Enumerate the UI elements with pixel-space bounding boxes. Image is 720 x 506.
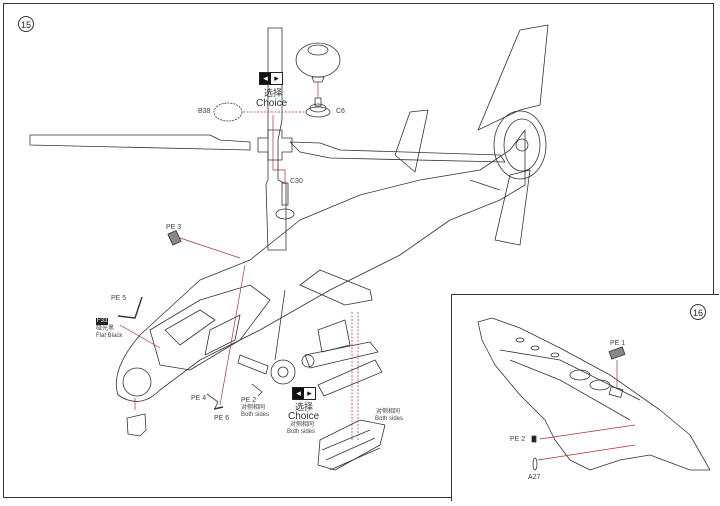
- paint-code-chip: F33: [96, 318, 109, 325]
- gun-pod: [304, 341, 379, 369]
- leader-pe6: [219, 264, 246, 406]
- pe6-part: [213, 406, 224, 410]
- pe2-both-sides-en: Both sides: [241, 412, 270, 418]
- arrow-left-icon: ◂: [293, 388, 304, 399]
- page-frame: [3, 3, 714, 498]
- fenestron: [493, 110, 547, 180]
- leader-paint: [119, 324, 161, 349]
- missile-rack: [317, 319, 351, 353]
- launcher-both-sides-cn: 对侧相同: [376, 409, 401, 415]
- leader-c30: [272, 115, 286, 183]
- arrow-left-icon: ◂: [260, 73, 271, 84]
- main-rotor-blade-horizontal: [29, 134, 251, 151]
- canopy: [149, 284, 271, 371]
- part-label-b38: B38: [198, 108, 211, 115]
- stabilizer-right: [494, 169, 531, 246]
- leader-pe2-inset: [539, 424, 636, 440]
- main-gear-strut: [274, 289, 286, 361]
- part-label-pe5: PE 5: [111, 295, 127, 302]
- pe5-wiper: [117, 296, 143, 319]
- hatch-opening: [608, 386, 624, 398]
- part-label-c6: C6: [336, 108, 345, 115]
- main-wheel: [270, 359, 296, 385]
- part-label-pe3: PE 3: [166, 224, 182, 231]
- choice-swap-icon: ◂ ▸: [259, 72, 283, 85]
- leader-pe3: [179, 237, 241, 259]
- choice-label-cn: 选择: [264, 88, 283, 98]
- nose-sensor: [122, 367, 152, 397]
- rocket-tube: [317, 359, 383, 397]
- choice-swap-icon-2: ◂ ▸: [292, 387, 316, 400]
- choice2-label-en: Choice: [288, 411, 320, 422]
- tail-fin: [477, 24, 549, 131]
- rotor-hub: [257, 129, 293, 161]
- choice2-both-sides-en: Both sides: [287, 429, 316, 435]
- arrow-right-icon: ▸: [304, 388, 315, 399]
- fuselage-underside: [477, 317, 711, 471]
- part-a27: [532, 457, 538, 471]
- missile-launcher: [317, 419, 386, 471]
- pe3-grille: [167, 230, 182, 246]
- leader-a27: [537, 444, 636, 461]
- part-label-pe2: PE 2: [241, 397, 257, 404]
- launcher-both-sides-en: Both sides: [375, 416, 404, 422]
- choice2-label-cn: 选择: [295, 402, 314, 412]
- paint-name-cn: 哑光黑: [96, 326, 115, 332]
- choice-label-en: Choice: [256, 98, 288, 109]
- step-number-16: 16: [690, 304, 706, 320]
- part-label-c30: C30: [290, 178, 303, 185]
- part-b38-outline: [213, 102, 243, 122]
- part-label-pe6: PE 6: [214, 415, 230, 422]
- part-label-pe4: PE 4: [191, 395, 207, 402]
- step16-inset: [451, 294, 719, 501]
- part-label-pe1-inset: PE 1: [610, 340, 626, 347]
- main-rotor-blade-vertical: [265, 27, 287, 251]
- pe4-part: [206, 393, 219, 409]
- part-label-a27: A27: [528, 474, 541, 481]
- paint-name-en: Flat Black: [96, 333, 123, 339]
- arrow-right-icon: ▸: [271, 73, 282, 84]
- pe1-grille: [608, 346, 626, 360]
- part-label-pe2-inset: PE 2: [510, 436, 526, 443]
- step-number-15: 15: [18, 16, 34, 32]
- fuselage: [115, 129, 526, 402]
- gear-leg: [237, 354, 269, 375]
- stub-wing: [299, 269, 373, 306]
- pe2-small-part: [531, 435, 537, 443]
- stabilizer-left: [394, 109, 429, 173]
- pe2-both-sides-cn: 对侧相同: [241, 405, 266, 411]
- pe2-part: [251, 383, 263, 397]
- nose-turret-part: [126, 413, 147, 437]
- choice2-both-sides-cn: 对侧相同: [290, 422, 315, 428]
